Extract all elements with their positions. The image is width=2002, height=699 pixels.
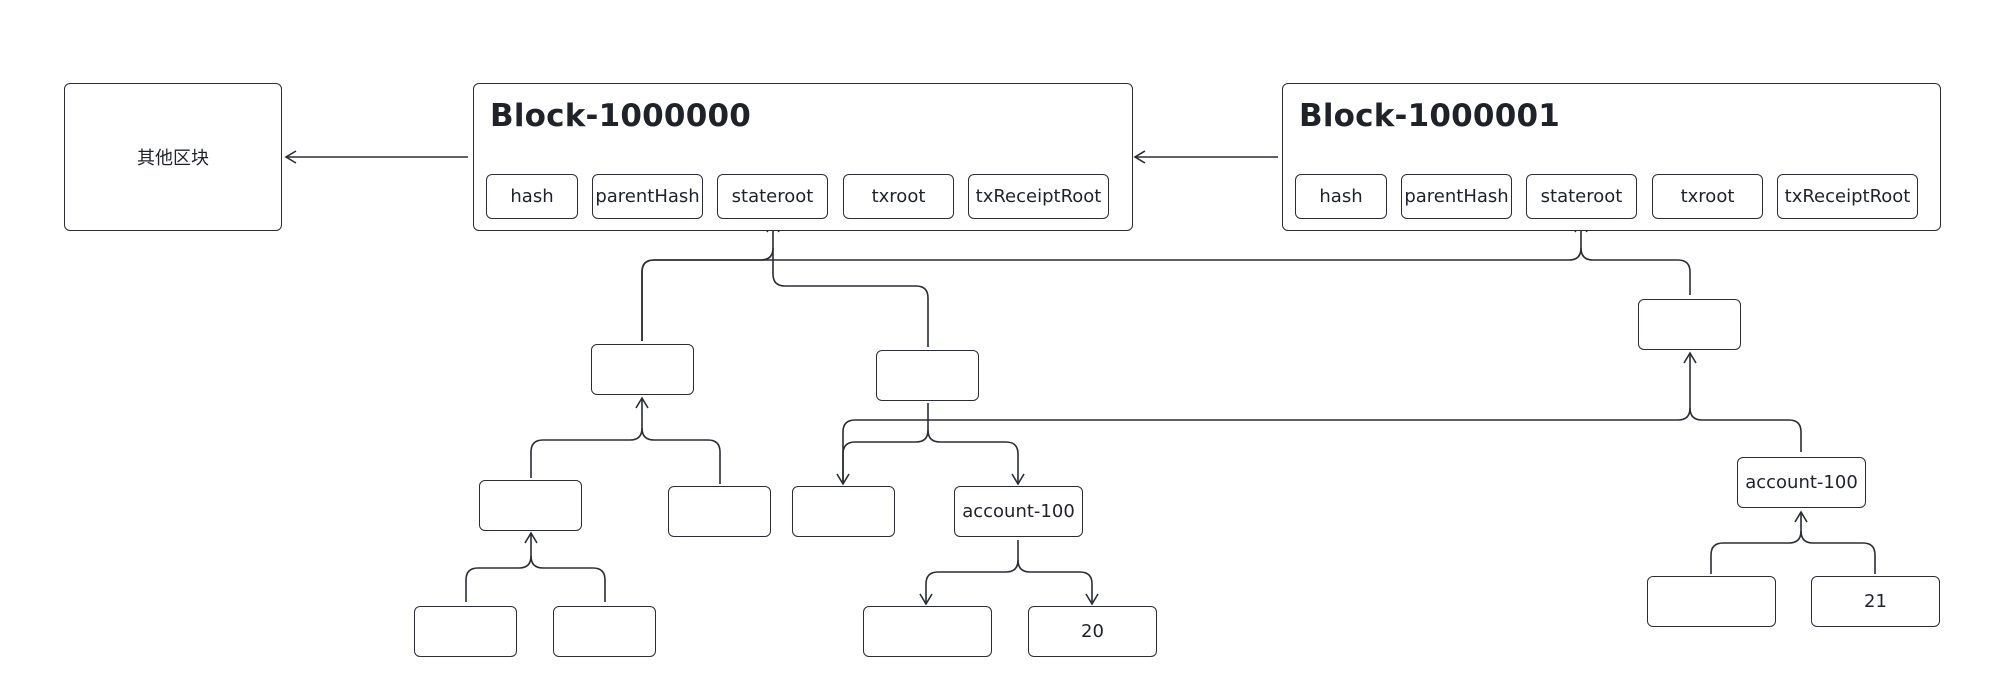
- edge-l2a: [465, 531, 538, 602]
- trie-node-new-leaf-left: [1647, 576, 1776, 627]
- edge-new-node-to-new-stateroot: [1580, 247, 1691, 295]
- edge-l1a: [530, 396, 649, 478]
- block0-field-parenthash: parentHash: [592, 174, 703, 219]
- edge-shared-to-new-stateroot: [641, 220, 1588, 341]
- block1-field-txroot: txroot: [1652, 174, 1763, 219]
- edge-l1b: [641, 427, 721, 484]
- trie-node-shared-c: [479, 480, 582, 531]
- edge-l2b: [530, 555, 606, 602]
- block-title: Block-1000001: [1299, 98, 1560, 134]
- block0-field-stateroot: stateroot: [717, 174, 828, 219]
- block0-field-txroot: txroot: [843, 174, 954, 219]
- trie-node-shared-e: [792, 486, 895, 537]
- edge-old-root-right: [772, 248, 929, 347]
- trie-node-new-account: account-100: [1737, 457, 1866, 508]
- edge-old-account-left: [919, 540, 1019, 606]
- trie-node-new-value: 21: [1811, 576, 1940, 627]
- edge-new-children-left: [1710, 510, 1808, 574]
- trie-node-shared-g: [553, 606, 656, 657]
- trie-node-old-b: [876, 350, 979, 401]
- trie-node-shared-a: [591, 344, 694, 395]
- trie-node-old-leaf-left: [863, 606, 992, 657]
- block1-field-txreceiptroot: txReceiptRoot: [1777, 174, 1918, 219]
- trie-node-new-b: [1638, 299, 1741, 350]
- edge-new-account-to-new-node: [1689, 407, 1802, 452]
- block1-field-parenthash: parentHash: [1401, 174, 1512, 219]
- edge-mid-left: [836, 403, 929, 486]
- block0-field-txreceiptroot: txReceiptRoot: [968, 174, 1109, 219]
- block-title: Block-1000000: [490, 98, 751, 134]
- other-blocks-box: 其他区块: [64, 83, 282, 231]
- edge-mid-right: [927, 429, 1025, 486]
- trie-node-shared-d: [668, 486, 771, 537]
- edge-shared-leaf-to-new-node: [842, 351, 1697, 484]
- edge-old-root-left: [641, 220, 780, 341]
- other-blocks-label: 其他区块: [137, 148, 209, 169]
- block1-field-hash: hash: [1295, 174, 1387, 219]
- edge-old-account-right: [1017, 559, 1099, 606]
- block1-field-stateroot: stateroot: [1526, 174, 1637, 219]
- trie-node-shared-f: [414, 606, 517, 657]
- edge-new-children-right: [1800, 530, 1876, 574]
- trie-node-old-value: 20: [1028, 606, 1157, 657]
- trie-node-old-account: account-100: [954, 486, 1083, 537]
- block0-field-hash: hash: [486, 174, 578, 219]
